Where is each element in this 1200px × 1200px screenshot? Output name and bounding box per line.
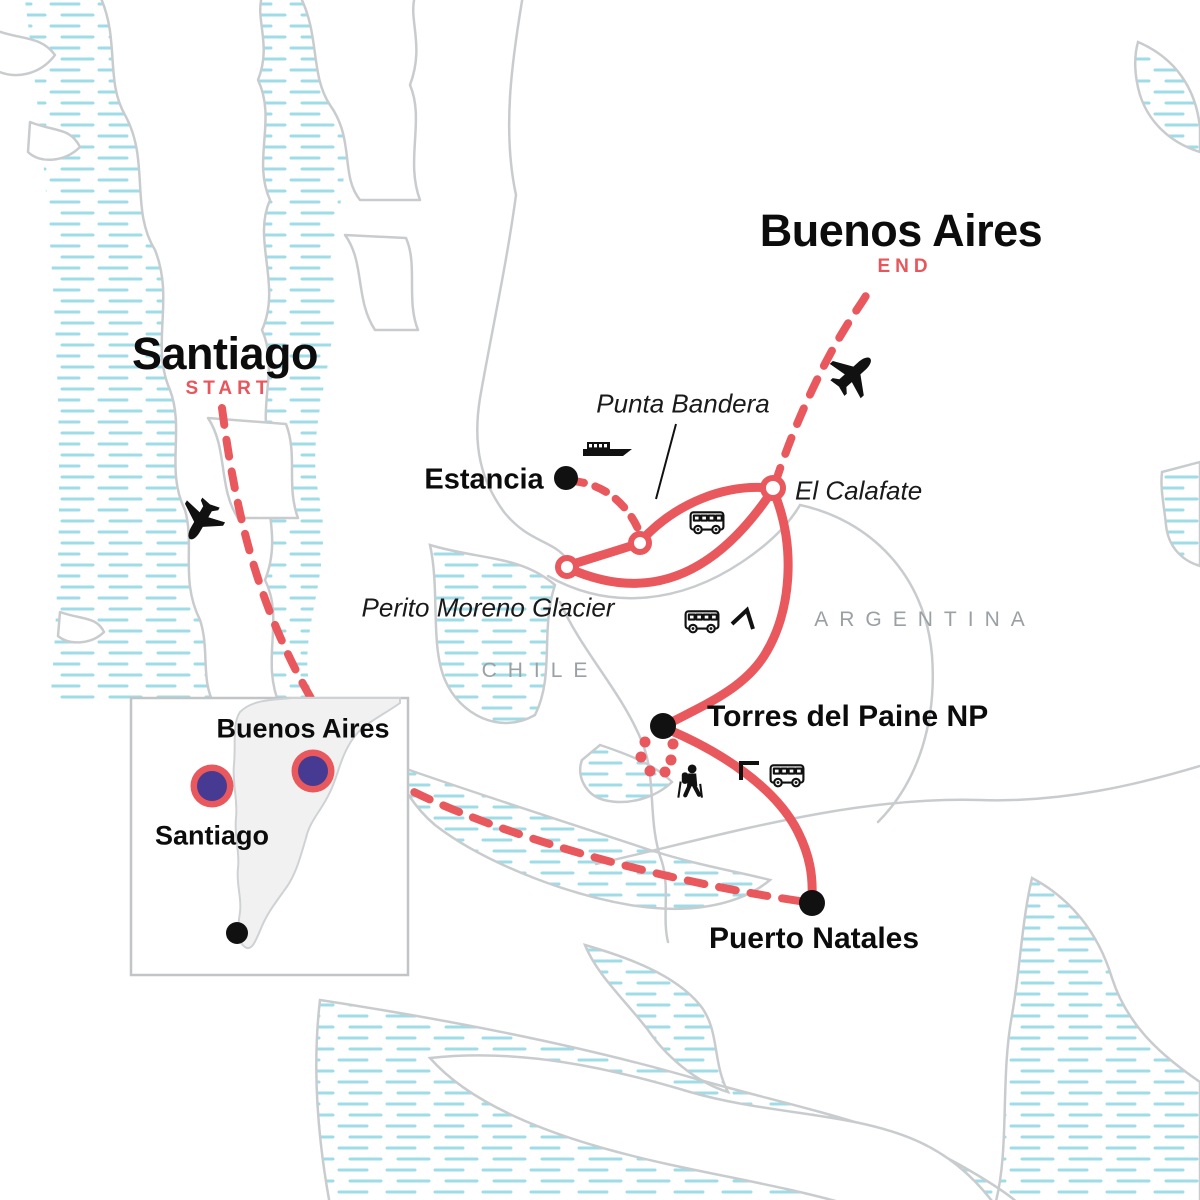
inset-santiago-label: Santiago — [154, 820, 270, 851]
estancia-label: Estancia — [424, 463, 544, 496]
route-bus-glacier-el-calafate — [563, 489, 775, 588]
puerto-natales-label: Puerto Natales — [708, 922, 920, 955]
inset-marker-buenos-aires — [291, 749, 335, 793]
start-city-label: Santiago — [131, 328, 319, 379]
bus-icon — [769, 764, 805, 788]
direction-arrow-icon — [739, 761, 759, 780]
punta-bandera-label: Punta Bandera — [596, 388, 770, 419]
perito-moreno-glacier-label: Perito Moreno Glacier — [361, 592, 615, 623]
marker-perito-moreno-glacier — [555, 555, 579, 579]
end-tag: END — [877, 256, 933, 277]
marker-estancia — [554, 466, 578, 490]
hiker-icon — [678, 765, 702, 798]
marker-torres-del-paine — [650, 713, 676, 739]
direction-arrow-icon — [730, 606, 755, 630]
bus-icon — [689, 511, 725, 535]
marker-puerto-natales — [799, 890, 825, 916]
country-label-chile: CHILE — [481, 659, 599, 682]
route-boat-estancia-punta-bandera — [568, 477, 644, 538]
boat-icon — [583, 442, 632, 456]
route-hiking-loop — [635, 736, 679, 778]
marker-el-calafate — [760, 475, 786, 501]
inset-buenos-aires-label: Buenos Aires — [216, 713, 390, 744]
bus-icon — [684, 610, 720, 634]
route-bus-torres-del-paine-el-calafate — [663, 487, 793, 729]
start-tag: START — [185, 378, 273, 399]
route-bus-puerto-natales-torres-del-paine — [662, 724, 817, 903]
country-label-argentina: ARGENTINA — [814, 608, 1036, 631]
route-bus-punta-bandera-el-calafate — [635, 482, 775, 547]
el-calafate-label: El Calafate — [795, 475, 923, 506]
punta-bandera-pointer-line — [655, 423, 677, 500]
inset-overview-map — [129, 696, 410, 977]
inset-landmass — [232, 697, 401, 950]
inset-marker-santiago — [190, 764, 234, 808]
marker-punta-bandera — [628, 531, 652, 555]
inset-tour-area-dot — [226, 922, 248, 944]
route-flight-el-calafate-buenos-aires — [771, 288, 872, 488]
end-city-label: Buenos Aires — [759, 205, 1043, 256]
torres-del-paine-label: Torres del Paine NP — [707, 700, 989, 733]
